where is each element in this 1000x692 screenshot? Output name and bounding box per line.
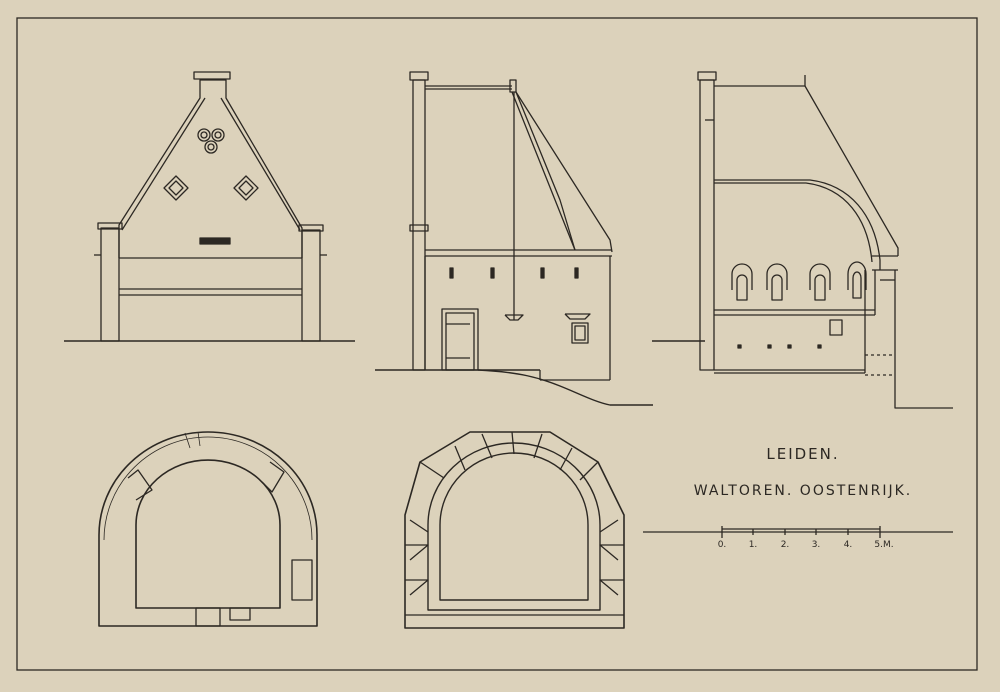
scale-tick-label: 2. — [781, 540, 790, 550]
scale-bar — [643, 526, 953, 538]
scale-tick-label: 0. — [718, 540, 727, 550]
scale-tick-label: 5.M. — [874, 540, 893, 550]
trefoil-window — [197, 128, 225, 154]
scale-tick-label: 1. — [749, 540, 758, 550]
plaque — [199, 237, 231, 245]
scale-tick-label: 3. — [812, 540, 821, 550]
side-elevation — [375, 71, 653, 406]
floor-plan-left — [98, 431, 318, 627]
section-view — [652, 71, 953, 409]
door — [441, 308, 479, 371]
scale-bar-labels: 0. 1. 2. 3. 4. 5.M. — [718, 540, 894, 550]
scale-tick-label: 4. — [844, 540, 853, 550]
arched-windows — [731, 261, 867, 301]
front-elevation — [64, 71, 355, 342]
diamond-window-left — [163, 175, 189, 201]
sheet-border — [16, 17, 978, 671]
floor-plan-right — [404, 431, 625, 629]
diamond-window-right — [233, 175, 259, 201]
title-subtitle: WALTOREN. OOSTENRIJK. — [694, 483, 912, 499]
title-city: LEIDEN. — [766, 445, 839, 463]
